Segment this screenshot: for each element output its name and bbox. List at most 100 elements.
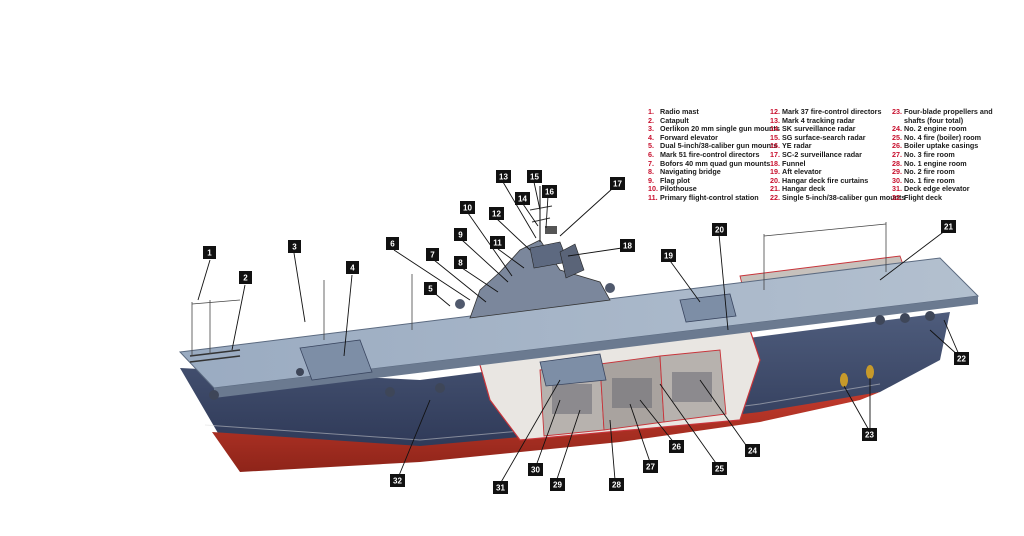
flight-deck [178,257,980,398]
legend-item: 5.Dual 5-inch/38-caliber gun mounts [648,141,778,151]
legend-column-2: 12.Mark 37 fire-control directors 13.Mar… [770,107,906,203]
svg-text:20: 20 [715,226,724,235]
legend-item: 18.Funnel [770,158,806,168]
legend-item: 15.SG surface-search radar [770,132,866,142]
callout-7: 7 [426,248,439,261]
legend-item: 11.Primary flight-control station [648,192,759,202]
legend-item: 22.Single 5-inch/38-caliber gun mounts [770,192,906,202]
callout-14: 14 [515,192,530,205]
callout-leader-lines [197,181,961,485]
legend-item: 23.Four-blade propellers and shafts (fou… [892,107,993,125]
svg-text:29: 29 [553,481,562,490]
svg-text:10: 10 [463,204,472,213]
legend-item: 31.Deck edge elevator [892,184,970,194]
svg-text:11: 11 [493,239,502,248]
svg-text:26: 26 [672,443,681,452]
callout-15: 15 [527,170,542,183]
legend-column-1: 1.Radio mast 2.Catapult 3.Oerlikon 20 mm… [648,107,780,203]
legend-item: 29.No. 2 fire room [892,167,955,177]
svg-text:21: 21 [944,223,953,232]
callout-1: 1 [203,246,216,259]
legend-item: 17.SC-2 surveillance radar [770,149,862,159]
svg-text:24: 24 [748,447,757,456]
callout-31: 31 [493,481,508,494]
callout-32: 32 [390,474,405,487]
svg-text:16: 16 [545,188,554,197]
legend-item: 12.Mark 37 fire-control directors [770,107,882,116]
callout-21: 21 [941,220,956,233]
callout-6: 6 [386,237,399,250]
callout-2: 2 [239,271,252,284]
callout-18: 18 [620,239,635,252]
gun-mounts [209,311,935,400]
callout-11: 11 [490,236,505,249]
svg-text:28: 28 [612,481,621,490]
callout-8: 8 [454,256,467,269]
callout-28: 28 [609,478,624,491]
callout-22: 22 [954,352,969,365]
legend-item: 3.Oerlikon 20 mm single gun mounts [648,124,780,134]
callout-5: 5 [424,282,437,295]
callout-12: 12 [489,207,504,220]
svg-text:22: 22 [957,355,966,364]
legend-item: 20.Hangar deck fire curtains [770,175,869,185]
legend-column-3: 23.Four-blade propellers and shafts (fou… [892,107,999,203]
legend-item: 30.No. 1 fire room [892,175,955,185]
island-superstructure [455,186,615,319]
legend-item: 1.Radio mast [648,107,699,116]
callout-3: 3 [288,240,301,253]
legend-item: 9.Flag plot [648,175,690,185]
svg-text:18: 18 [623,242,632,251]
legend-item: 8.Navigating bridge [648,167,721,177]
svg-text:30: 30 [531,466,540,475]
svg-text:14: 14 [518,195,527,204]
svg-text:32: 32 [393,477,402,486]
radio-masts [191,222,887,356]
svg-text:13: 13 [499,173,508,182]
svg-text:17: 17 [613,180,622,189]
svg-text:5: 5 [428,285,433,294]
callout-23: 23 [862,428,877,441]
svg-text:23: 23 [865,431,874,440]
legend-item: 13.Mark 4 tracking radar [770,115,855,125]
svg-text:8: 8 [458,259,463,268]
callout-13: 13 [496,170,511,183]
callout-26: 26 [669,440,684,453]
legend-item: 32.Flight deck [892,192,942,202]
callout-20: 20 [712,223,727,236]
svg-text:31: 31 [496,484,505,493]
legend-item: 6.Mark 51 fire-control directors [648,149,760,159]
callouts: 1 2 3 4 5 6 7 8 9 10 11 12 13 14 15 16 1… [203,170,969,494]
svg-text:3: 3 [292,243,297,252]
callout-19: 19 [661,249,676,262]
legend-item: 24.No. 2 engine room [892,124,967,134]
svg-text:7: 7 [430,251,435,260]
svg-text:15: 15 [530,173,539,182]
svg-text:4: 4 [350,264,355,273]
svg-text:2: 2 [243,274,248,283]
legend-item: 7.Bofors 40 mm quad gun mounts [648,158,771,168]
legend-item: 21.Hangar deck [770,184,826,194]
legend-item: 19.Aft elevator [770,167,822,177]
callout-25: 25 [712,462,727,475]
callout-17: 17 [610,177,625,190]
propellers [840,365,874,387]
legend-item: 16.YE radar [770,141,812,151]
legend-item: 14.SK surveillance radar [770,124,856,134]
svg-text:27: 27 [646,463,655,472]
svg-text:19: 19 [664,252,673,261]
legend-item: 25.No. 4 fire (boiler) room [892,132,982,142]
legend-item: 10.Pilothouse [648,184,697,194]
callout-4: 4 [346,261,359,274]
callout-9: 9 [454,228,467,241]
legend-item: 4.Forward elevator [648,132,718,142]
legend-item: 2.Catapult [648,115,689,125]
callout-27: 27 [643,460,658,473]
legend-item: 27.No. 3 fire room [892,149,955,159]
callout-24: 24 [745,444,760,457]
callout-29: 29 [550,478,565,491]
callout-30: 30 [528,463,543,476]
svg-text:1: 1 [207,249,212,258]
callout-10: 10 [460,201,475,214]
